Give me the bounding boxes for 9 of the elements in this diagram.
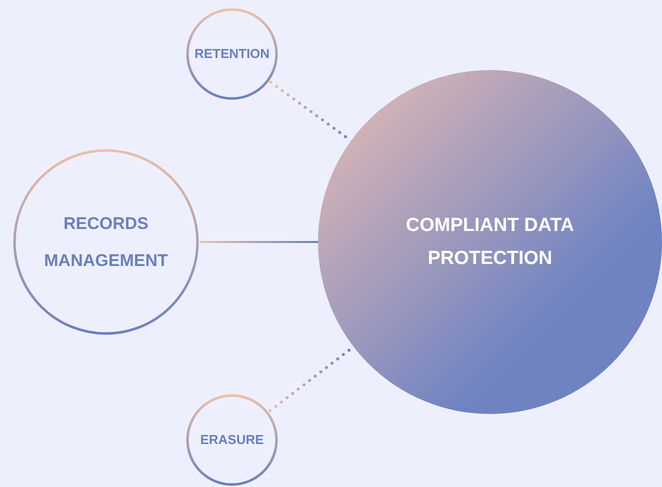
central-circle [318, 70, 662, 414]
node-label: RECORDS MANAGEMENT [43, 213, 169, 272]
topic-circle [186, 394, 278, 486]
node-label: RETENTION [194, 45, 270, 64]
connector-line [200, 241, 319, 243]
node-label: ERASURE [200, 431, 264, 450]
topic-circle [186, 8, 278, 100]
topic-circle [13, 149, 199, 335]
node-label: COMPLIANT DATA PROTECTION [404, 214, 576, 271]
